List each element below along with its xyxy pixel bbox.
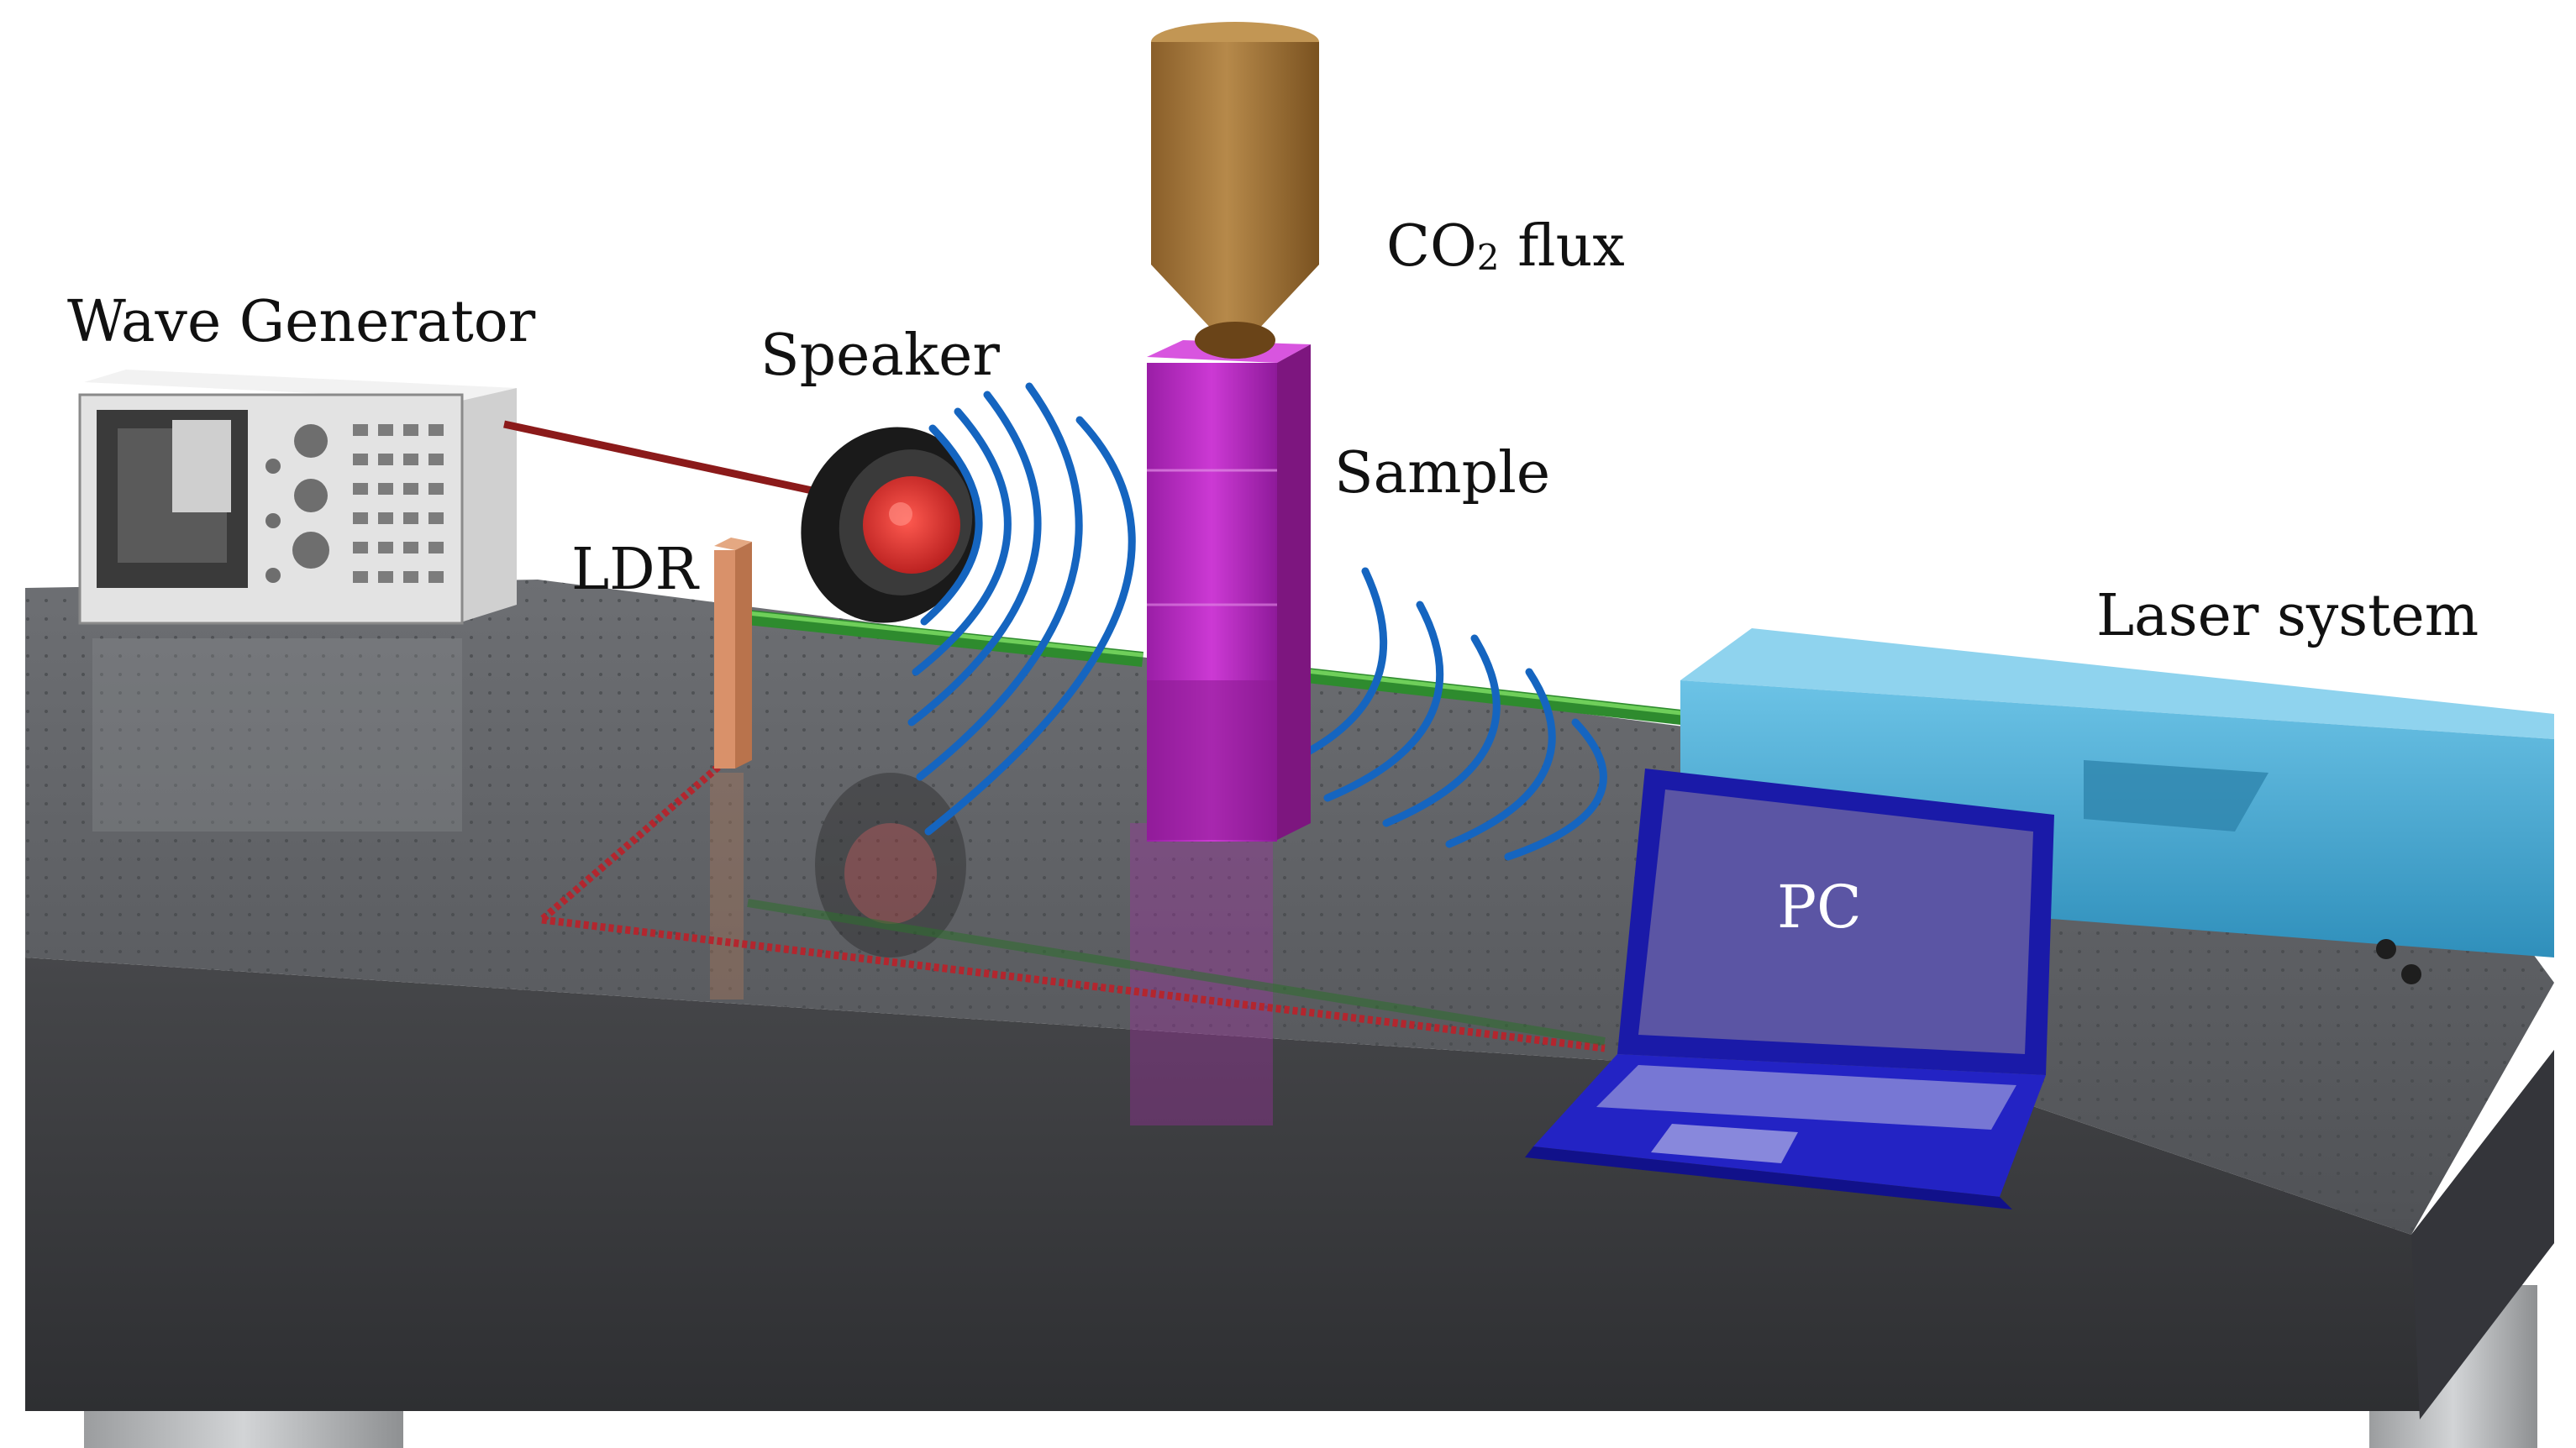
table-side	[2411, 1050, 2554, 1419]
sound-waves-left	[907, 382, 1136, 836]
green-beam-reflection	[747, 899, 1606, 1046]
cuvette-side	[1277, 344, 1311, 840]
label-sample: Sample	[1334, 440, 1551, 506]
label-co2-flux: CO2 flux	[1386, 218, 1625, 275]
label-ldr: LDR	[571, 537, 698, 603]
red-beam-path	[539, 753, 1606, 1052]
co2-nozzle	[1151, 22, 1319, 359]
laptop-touchpad	[1651, 1124, 1798, 1163]
ldr-sensor	[714, 538, 752, 769]
sample-cuvette	[1147, 340, 1311, 842]
label-laser-system: Laser system	[2096, 583, 2479, 649]
wave-generator-buttons	[353, 424, 444, 583]
label-pc: PC	[1777, 873, 1862, 942]
laptop-keyboard	[1596, 1065, 2016, 1130]
speaker-cone	[863, 476, 960, 574]
co2-subscript: 2	[1476, 237, 1500, 279]
table-front	[25, 957, 2554, 1411]
co2-prefix: CO	[1386, 213, 1477, 280]
co2-suffix: flux	[1499, 213, 1625, 280]
wave-generator-knobs	[265, 424, 329, 583]
wave-generator	[78, 370, 517, 625]
nozzle-cone	[1151, 265, 1319, 332]
label-speaker: Speaker	[760, 323, 1000, 389]
laptop-pc	[1525, 769, 2054, 1209]
nozzle-body	[1151, 42, 1319, 265]
speaker	[801, 427, 980, 623]
green-laser-beam	[747, 610, 1690, 726]
speaker-cable	[503, 420, 828, 498]
laser-box-top	[1680, 628, 2554, 739]
laptop-screen	[1638, 790, 2033, 1054]
wave-generator-side	[458, 388, 517, 623]
label-wave-generator: Wave Generator	[67, 289, 536, 355]
